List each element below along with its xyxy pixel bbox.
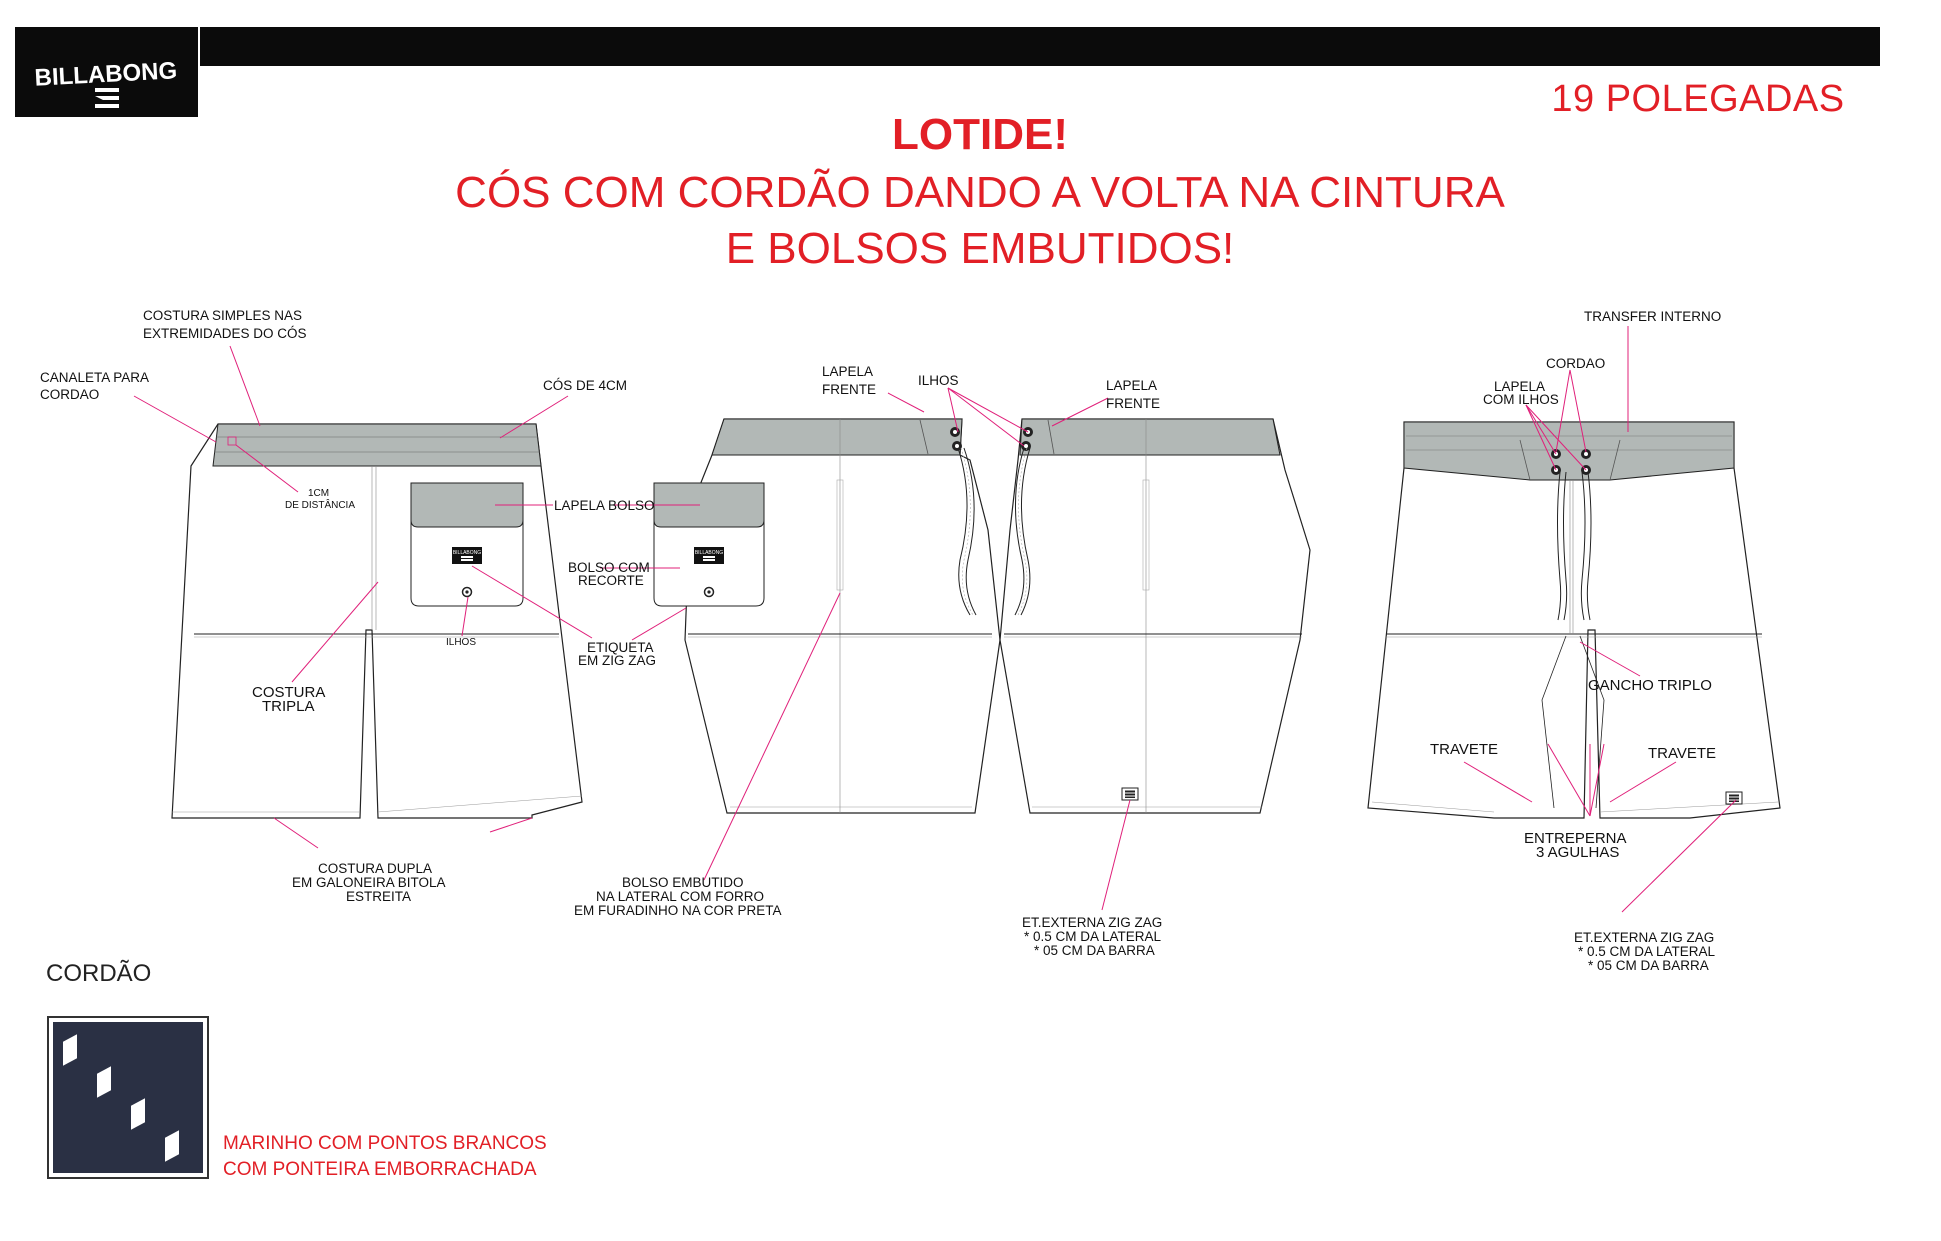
- label-ilhos-small: ILHOS: [446, 637, 476, 648]
- billabong-logo-icon: BILLABONG: [34, 57, 178, 108]
- label-travete-left: TRAVETE: [1430, 741, 1498, 758]
- label-lapela-frente-right-2: FRENTE: [1106, 396, 1160, 411]
- label-lapela-frente-left-1: LAPELA: [822, 364, 873, 379]
- label-bolso-embutido-1: BOLSO EMBUTIDO: [622, 875, 744, 890]
- front-view: [171, 423, 583, 819]
- label-canaleta-2: CORDAO: [40, 387, 99, 402]
- label-lapela-ilhos-2: COM ILHOS: [1483, 392, 1559, 407]
- label-et-externa-right-2: * 0.5 CM DA LATERAL: [1578, 944, 1716, 959]
- label-travete-right: TRAVETE: [1648, 745, 1716, 762]
- label-lapela-ilhos-1: LAPELA: [1494, 379, 1545, 394]
- label-costura-simples-1: COSTURA SIMPLES NAS: [143, 308, 302, 323]
- label-distancia-1: 1CM: [308, 488, 329, 499]
- back-view: [1367, 421, 1781, 819]
- label-et-externa-mid-1: ET.EXTERNA ZIG ZAG: [1022, 915, 1162, 930]
- side-views: [653, 418, 1311, 814]
- label-bolso-embutido-2: NA LATERAL COM FORRO: [596, 889, 764, 904]
- label-entreperna-2: 3 AGULHAS: [1536, 844, 1619, 861]
- subtitle-line-2: E BOLSOS EMBUTIDOS!: [725, 224, 1235, 273]
- label-gancho-triplo: GANCHO TRIPLO: [1588, 677, 1712, 694]
- cordao-desc-2: COM PONTEIRA EMBORRACHADA: [223, 1159, 537, 1180]
- label-bolso-embutido-3: EM FURADINHO NA COR PRETA: [574, 903, 782, 918]
- label-cos-4cm: CÓS DE 4CM: [543, 378, 627, 393]
- label-etiqueta-2: EM ZIG ZAG: [578, 653, 656, 668]
- label-entreperna-1: ENTREPERNA: [1524, 830, 1627, 847]
- label-costura-tripla-1: COSTURA: [252, 684, 325, 701]
- billabong-logo: BILLABONG: [15, 27, 198, 117]
- subtitle-line-1: CÓS COM CORDÃO DANDO A VOLTA NA CINTURA: [455, 168, 1505, 217]
- label-costura-dupla-3: ESTREITA: [346, 889, 411, 904]
- label-et-externa-mid-3: * 05 CM DA BARRA: [1034, 943, 1155, 958]
- swatch-dot: [165, 1130, 179, 1162]
- label-transfer-interno: TRANSFER INTERNO: [1584, 309, 1721, 324]
- cordao-swatch-fill: [53, 1022, 203, 1173]
- swatch-dot: [97, 1066, 111, 1098]
- leader-lines: [133, 326, 1737, 913]
- label-bolso-recorte-2: RECORTE: [578, 573, 644, 588]
- label-costura-dupla-1: COSTURA DUPLA: [318, 861, 432, 876]
- label-ilhos: ILHOS: [918, 373, 959, 388]
- header-bar: [200, 27, 1880, 66]
- cordao-swatch: [47, 1016, 209, 1179]
- label-distancia-2: DE DISTÂNCIA: [285, 498, 355, 511]
- label-et-externa-right-1: ET.EXTERNA ZIG ZAG: [1574, 930, 1714, 945]
- label-bolso-recorte-1: BOLSO COM: [568, 560, 650, 575]
- label-costura-simples-2: EXTREMIDADES DO CÓS: [143, 326, 307, 341]
- label-et-externa-right-3: * 05 CM DA BARRA: [1588, 958, 1709, 973]
- label-costura-dupla-2: EM GALONEIRA BITOLA: [292, 875, 446, 890]
- label-et-externa-mid-2: * 0.5 CM DA LATERAL: [1024, 929, 1162, 944]
- label-costura-tripla-2: TRIPLA: [262, 698, 315, 715]
- label-etiqueta-1: ETIQUETA: [587, 640, 654, 655]
- label-lapela-frente-left-2: FRENTE: [822, 382, 876, 397]
- label-cordao: CORDAO: [1546, 356, 1605, 371]
- cordao-desc-1: MARINHO COM PONTOS BRANCOS: [223, 1133, 547, 1154]
- length-label: 19 POLEGADAS: [1551, 78, 1845, 120]
- cordao-title: CORDÃO: [46, 960, 152, 987]
- page-title: LOTIDE!: [892, 110, 1068, 159]
- swatch-dot: [63, 1034, 77, 1066]
- label-canaleta-1: CANALETA PARA: [40, 370, 149, 385]
- label-lapela-frente-right-1: LAPELA: [1106, 378, 1157, 393]
- callout-labels: COSTURA SIMPLES NAS EXTREMIDADES DO CÓS …: [40, 308, 1721, 973]
- swatch-dot: [131, 1098, 145, 1130]
- label-lapela-bolso: LAPELA BOLSO: [554, 498, 655, 513]
